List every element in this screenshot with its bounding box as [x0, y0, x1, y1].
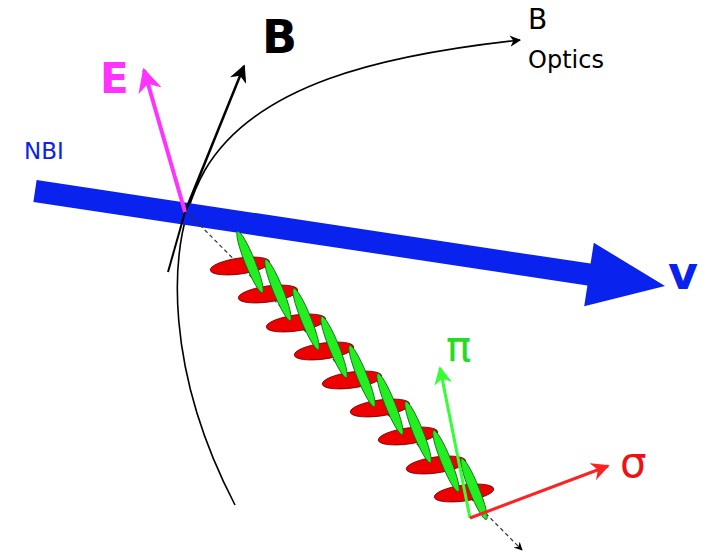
beam-label: NBI [24, 140, 64, 163]
beam-arrow [33, 180, 665, 306]
velocity-label: v [668, 250, 698, 296]
sigma-label: σ [620, 442, 647, 484]
sigma-ellipses [209, 254, 495, 505]
e-field-label: E [100, 58, 129, 100]
b-vector [185, 66, 244, 212]
e-vector [144, 70, 185, 212]
sigma-vector [470, 466, 608, 518]
pi-label: π [446, 326, 471, 368]
field-line [177, 40, 520, 505]
field-tangent [168, 212, 185, 272]
pi-ellipses [233, 230, 491, 522]
pi-vector [440, 368, 470, 518]
optics-label: Optics [528, 48, 604, 72]
sight-line [185, 210, 522, 550]
b-field-label: B [262, 14, 297, 60]
optics-b-label: B [528, 6, 547, 34]
